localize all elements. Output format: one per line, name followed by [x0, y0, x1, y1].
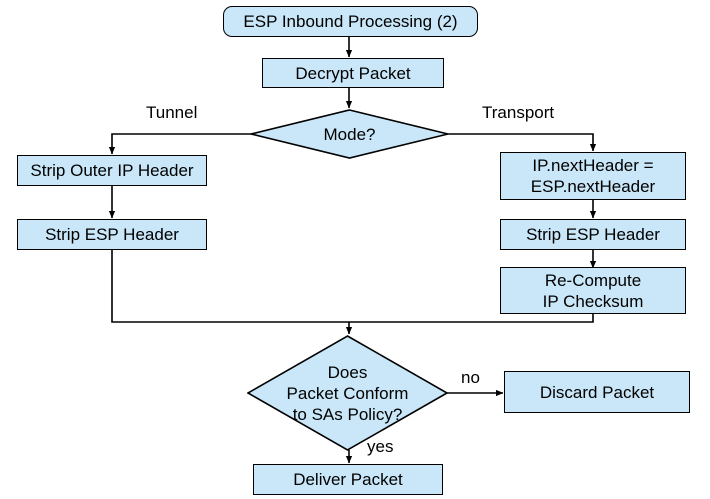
node-decrypt-packet: Decrypt Packet: [262, 58, 444, 88]
node-strip-outer-ip-header: Strip Outer IP Header: [17, 155, 207, 186]
node-start-terminator: ESP Inbound Processing (2): [223, 6, 478, 37]
edge-label-tunnel: Tunnel: [146, 103, 198, 122]
node-conform-label: Does Packet Conform to SAs Policy?: [286, 362, 409, 424]
conform-diamond-shape: [247, 335, 448, 451]
node-mode-label: Mode?: [323, 124, 376, 144]
edge-label-transport: Transport: [482, 103, 555, 122]
node-strip-esp-header-tunnel-label: Strip ESP Header: [45, 225, 179, 244]
node-ip-nextheader-assign: IP.nextHeader = ESP.nextHeader: [500, 152, 686, 200]
node-discard-packet-label: Discard Packet: [539, 382, 655, 402]
node-strip-esp-header-transport: Strip ESP Header: [500, 219, 686, 250]
edge-label-yes: yes: [367, 437, 394, 456]
node-deliver-packet: Deliver Packet: [253, 464, 443, 495]
node-start-label: ESP Inbound Processing (2): [243, 12, 458, 31]
mode-diamond-shape: [250, 109, 449, 159]
node-ip-nextheader-assign-label: IP.nextHeader = ESP.nextHeader: [530, 156, 656, 196]
node-strip-esp-header-tunnel: Strip ESP Header: [17, 219, 207, 250]
node-strip-outer-ip-header-label: Strip Outer IP Header: [30, 161, 194, 180]
node-deliver-packet-label: Deliver Packet: [293, 470, 403, 489]
edge-label-no: no: [461, 368, 480, 387]
node-mode-decision: Mode?: [250, 109, 449, 159]
node-recompute-ip-checksum-label: Re-Compute IP Checksum: [542, 270, 644, 311]
node-conform-decision: Does Packet Conform to SAs Policy?: [247, 335, 448, 451]
node-decrypt-packet-label: Decrypt Packet: [295, 63, 411, 83]
node-recompute-ip-checksum: Re-Compute IP Checksum: [500, 267, 686, 314]
node-strip-esp-header-transport-label: Strip ESP Header: [526, 225, 660, 244]
node-discard-packet: Discard Packet: [504, 371, 690, 413]
